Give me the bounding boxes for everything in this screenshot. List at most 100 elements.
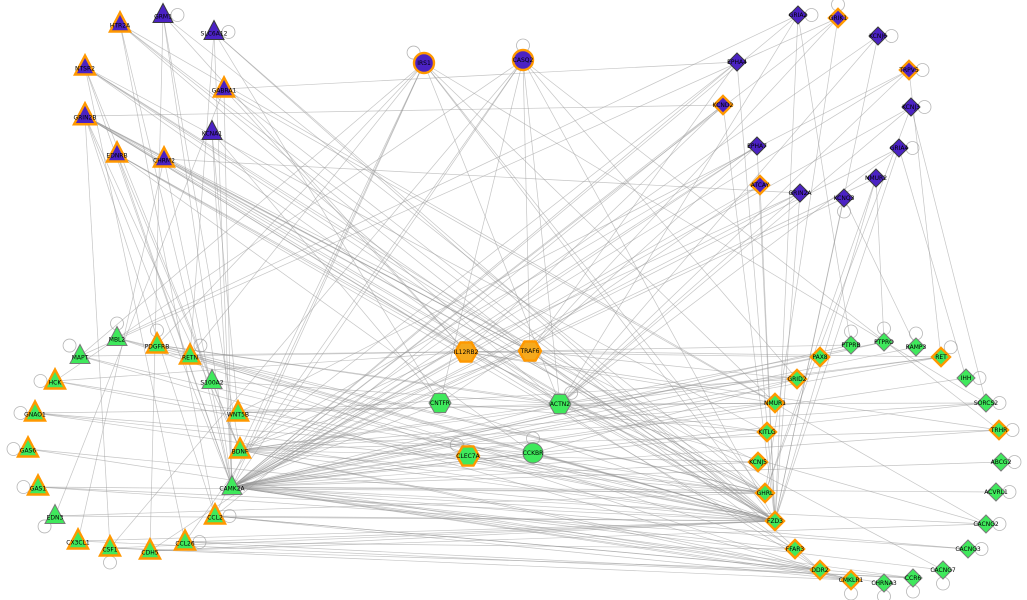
node-EDNRB[interactable] [105,139,129,163]
node-IRS1[interactable] [412,51,436,75]
node-GRIA4[interactable] [889,138,909,158]
edge-SLC6A12-FZD3[interactable] [213,31,776,522]
edge-GRIA2-FZD3[interactable] [774,14,799,522]
node-NMUR1[interactable] [764,392,786,414]
edge-GRIN2B-FZD3[interactable] [84,115,776,522]
edge-GRIA4-IHH[interactable] [898,147,967,379]
edge-CAMK2A-KITLG[interactable] [231,431,768,488]
node-ACTN2[interactable] [548,393,572,415]
node-CCL26[interactable] [173,527,197,551]
edge-WNT5B-ACTN2[interactable] [237,403,561,414]
edge-CASQ2-GRID2[interactable] [522,59,798,380]
edge-GABRA1-EDN3[interactable] [54,88,225,517]
node-CNTFR[interactable] [428,392,452,414]
edge-KCND2-CCL2[interactable] [214,104,724,517]
edge-CASQ2-CNTFR[interactable] [439,59,524,404]
edge-KCNJ3-SORCS2[interactable] [910,106,987,404]
edge-GRIA4-FZD3[interactable] [774,147,900,522]
edge-IRS1-CAMK2A[interactable] [231,62,425,488]
edge-EDNRB-BDNF[interactable] [116,153,241,451]
edge-NMUR2-FZD3[interactable] [774,177,877,522]
edge-BDNF-TRAF6[interactable] [239,350,531,451]
node-PTPRB[interactable] [841,335,861,355]
node-GAS6[interactable] [16,434,40,458]
node-CACNG2[interactable] [976,514,996,534]
node-MBL2[interactable] [106,325,128,346]
edge-BDNF-TRHR[interactable] [239,429,1000,451]
edge-NTSR2-FZD3[interactable] [84,66,776,522]
edge-NTSR2-KITLG[interactable] [84,66,768,433]
edge-CCL26-CCR6[interactable] [184,541,914,579]
edge-TRAF6-RET[interactable] [529,350,942,358]
node-CDH5[interactable] [138,536,162,560]
self-loop-edge-ACTN2[interactable] [564,385,579,400]
self-loop-edge-MAPT[interactable] [62,338,77,353]
node-GRIK1[interactable] [827,7,849,29]
edge-CX3CL1-CCR6[interactable] [77,540,914,579]
self-loop-edge-GAS6[interactable] [6,442,21,456]
edge-BDNF-SORCS2[interactable] [239,402,987,451]
edge-CCKBR-GRID2[interactable] [532,378,798,454]
edge-CNTFR-FZD3[interactable] [439,402,776,522]
node-KITLG[interactable] [756,421,778,443]
node-BDNF[interactable] [228,435,252,459]
edge-CAMK2A-CHRNA3[interactable] [231,486,885,584]
edge-GAS1-CACNG3[interactable] [37,486,969,550]
edge-SLC6A12-CNTFR[interactable] [213,31,441,404]
edge-GRIN2A-CAMK2A[interactable] [231,192,801,488]
edge-GABRA1-EPHA4[interactable] [223,61,738,90]
node-PDGFRB[interactable] [145,330,169,354]
node-IL12RB2[interactable] [453,341,479,363]
edge-ACTN2-PTPRO[interactable] [559,341,885,405]
node-MAPT[interactable] [69,343,91,364]
node-KCNJ6[interactable] [868,26,888,46]
edge-PDGFRB-GHRL[interactable] [156,344,766,494]
node-PAX8[interactable] [809,346,831,368]
node-GRIN2B[interactable] [72,100,98,126]
edge-KCNQ3-CAMK2A[interactable] [231,197,845,488]
edge-GRIA2-MBL2[interactable] [116,14,799,339]
edge-GABRA1-IL12RB2[interactable] [223,88,467,353]
edge-TRAF6-PTPRB[interactable] [529,344,852,352]
edge-CCL26-FZD3[interactable] [184,520,776,543]
edge-GRM1-BDNF[interactable] [162,14,241,451]
edge-CAMK2A-KCNJ5[interactable] [231,461,759,488]
edge-CHRM2-FZD3[interactable] [163,158,776,522]
edge-EPHA4-FZD3[interactable] [736,61,776,522]
edge-EDNRB-CCKBR[interactable] [116,153,534,454]
edge-GRIN2B-KCNJ5[interactable] [84,115,759,463]
node-PTPRO[interactable] [874,332,894,352]
edge-GRIA4-ACTN2[interactable] [559,147,900,405]
edge-HCK-FZD3[interactable] [54,380,776,522]
self-loop-edge-RETN[interactable] [193,338,208,353]
edge-KCNJ3-CAMK2A[interactable] [231,106,912,488]
edge-SLC6A12-CAMK2A[interactable] [213,31,233,488]
node-GAS1[interactable] [26,472,50,496]
edge-ATCAY-FZD3[interactable] [759,184,776,522]
edge-GNAO1-FZD3[interactable] [34,412,776,522]
edge-CDH5-CACNG2[interactable] [149,523,987,552]
edge-S100A2-FZD3[interactable] [211,380,776,522]
edge-CAMK2A-FZD3[interactable] [231,486,776,522]
self-loop-edge-HCK[interactable] [33,374,48,388]
edge-GABRA1-CACNG2[interactable] [223,88,987,525]
edge-CCL2-CCR6[interactable] [214,515,914,579]
node-HCK[interactable] [43,366,67,390]
self-loop-edge-CCL2[interactable] [222,509,237,523]
node-NTSR2[interactable] [73,52,97,76]
edge-GRM1-CDH5[interactable] [149,14,164,552]
node-GRIN2A[interactable] [790,183,810,203]
edge-KCND2-IL12RB2[interactable] [465,104,724,353]
edge-CCL2-CMKLR1[interactable] [214,515,852,581]
edge-GAS1-GHRL[interactable] [37,486,766,494]
node-GRID2[interactable] [786,368,808,390]
edge-CASQ2-FZD3[interactable] [522,59,776,522]
node-KCNJ3[interactable] [901,97,921,117]
edge-ATCAY-CAMK2A[interactable] [231,184,761,488]
edge-KCNJ3-GHRL[interactable] [764,106,912,494]
node-EPHA7[interactable] [747,136,767,156]
edge-EPHA4-TRAF6[interactable] [529,61,738,352]
node-CCR6[interactable] [903,568,923,588]
edge-HTR2A-ACTN2[interactable] [119,23,561,405]
edge-BDNF-RET[interactable] [239,356,942,451]
